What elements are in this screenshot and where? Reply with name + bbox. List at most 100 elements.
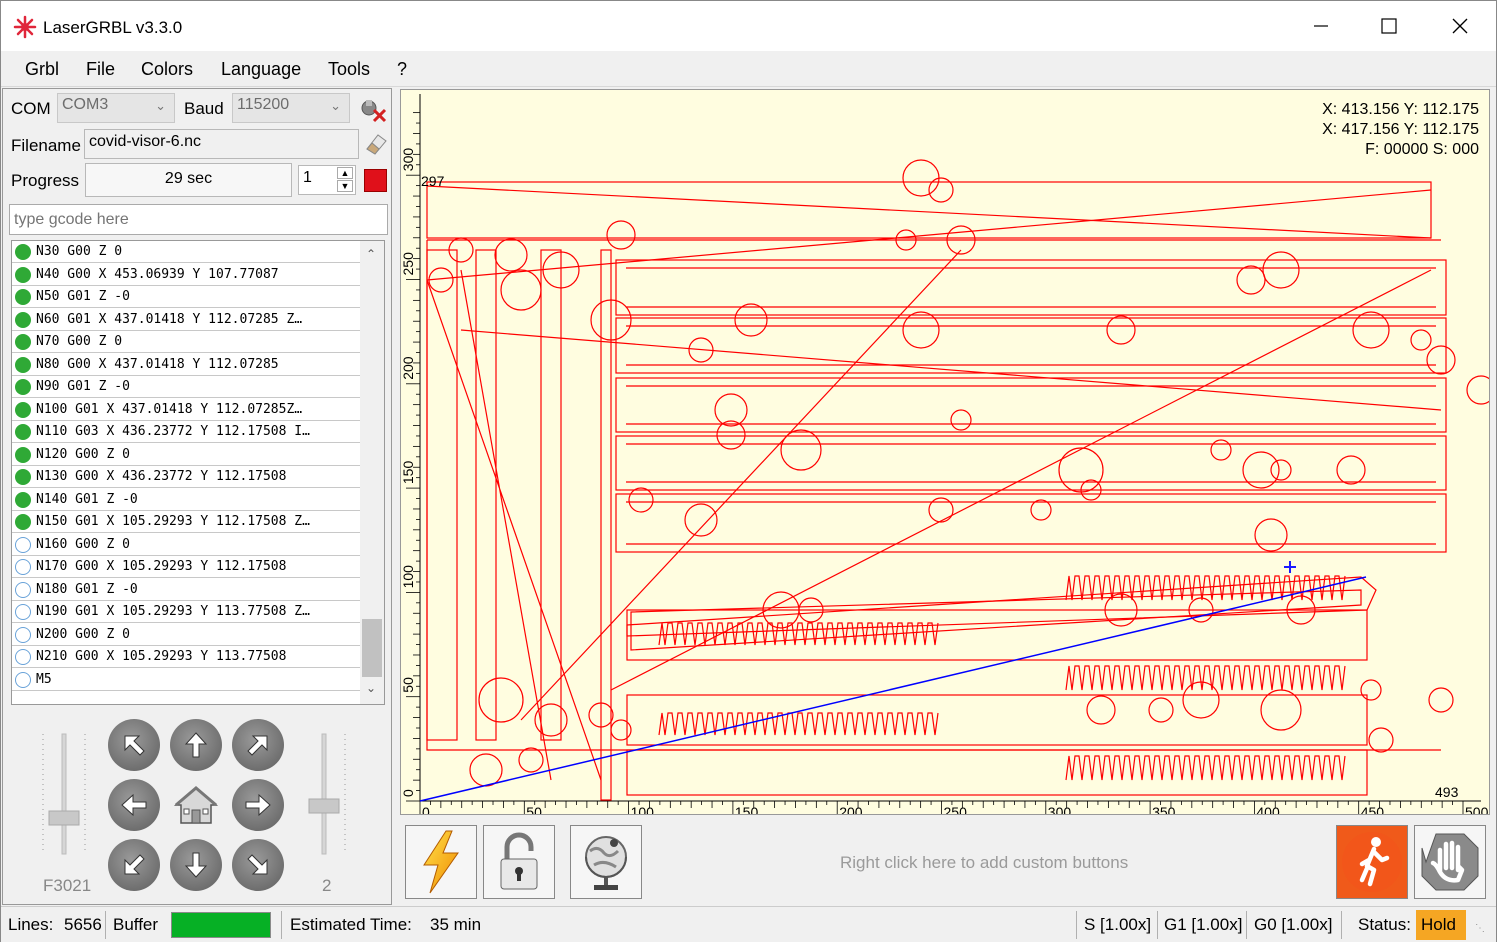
maximize-button[interactable] [1355,1,1423,51]
gcode-text: M5 [36,671,52,687]
gcode-line[interactable]: N180 G01 Z -0 [12,579,360,601]
gcode-text: N160 G00 Z 0 [36,536,130,552]
y-tick-label: 150 [401,461,416,485]
check-icon [15,244,31,260]
gcode-line[interactable]: N80 G00 X 437.01418 Y 112.07285 [12,354,360,376]
gcode-line[interactable]: N170 G00 X 105.29293 Y 112.17508 [12,556,360,578]
buffer-label: Buffer [113,915,159,934]
pending-icon [15,649,31,665]
disconnect-icon[interactable] [358,96,388,124]
up-arrow-icon[interactable]: ▲ [337,167,353,179]
g0-override[interactable]: G0 [1.00x] [1254,915,1333,934]
lines-label: Lines: [8,915,54,934]
baud-rate-select[interactable]: 115200 ⌄ [232,93,350,123]
coordinate-readout: X: 413.156 Y: 112.175 X: 417.156 Y: 112.… [1322,100,1479,160]
y-tick-label: 0 [401,789,416,797]
close-button[interactable] [1426,1,1494,51]
com-port-select[interactable]: COM3 ⌄ [57,93,175,123]
custom-button-bar[interactable]: Right click here to add custom buttons [400,819,1490,905]
eraser-icon[interactable] [363,131,389,157]
jog-down-right-button[interactable] [232,839,284,891]
menu-language[interactable]: Language [221,59,302,79]
gcode-line[interactable]: N70 G00 Z 0 [12,331,360,353]
jog-up-right-button[interactable] [232,719,284,771]
gcode-text: N130 G00 X 436.23772 Y 112.17508 [36,469,287,484]
set-origin-button[interactable] [570,825,642,899]
gcode-line[interactable]: M5 [12,669,360,691]
menu-colors[interactable]: Colors [141,59,194,79]
stop-hand-icon [1421,833,1479,891]
check-icon [15,424,31,440]
walking-person-icon [1342,832,1402,892]
gcode-command-input[interactable] [9,204,388,235]
gcode-text: N110 G03 X 436.23772 Y 112.17508 I… [36,424,310,439]
jog-down-button[interactable] [170,839,222,891]
gcode-line[interactable]: N110 G03 X 436.23772 Y 112.17508 I… [12,421,360,443]
gcode-line[interactable]: N100 G01 X 437.01418 Y 112.07285Z… [12,399,360,421]
gcode-text: N40 G00 X 453.06939 Y 107.77087 [36,266,279,282]
menu-grbl[interactable]: Grbl [25,59,60,79]
gcode-text: N120 G00 Z 0 [36,446,130,462]
gcode-text: N180 G01 Z -0 [36,581,138,597]
menu-file[interactable]: File [86,59,116,79]
hold-button[interactable] [1414,825,1486,899]
jog-home-button[interactable] [170,779,222,831]
copies-stepper[interactable]: 1 ▲ ▼ [298,165,356,195]
check-icon [15,446,31,463]
filename-field[interactable]: covid-visor-6.nc [84,129,359,159]
check-icon [15,334,31,350]
menu-help[interactable]: ? [397,59,408,79]
check-icon [15,379,31,395]
gcode-line[interactable]: N120 G00 Z 0 [12,444,360,466]
x-tick-label: 350 [1152,804,1176,814]
g1-override[interactable]: G1 [1.00x] [1164,915,1243,934]
jog-step-slider[interactable] [301,729,351,859]
scrollbar-thumb[interactable] [362,619,382,677]
y-tick-label: 250 [401,252,416,276]
jog-up-button[interactable] [170,719,222,771]
y-tick-label: 300 [401,148,416,172]
gcode-line[interactable]: N130 G00 X 436.23772 Y 112.17508 [12,466,360,488]
gcode-line[interactable]: N60 G01 X 437.01418 Y 112.07285 Z… [12,309,360,331]
resize-grip-icon[interactable]: ⋱ [1475,923,1485,934]
jog-down-left-button[interactable] [108,839,160,891]
gcode-line[interactable]: N190 G01 X 105.29293 Y 113.77508 Z… [12,601,360,623]
gcode-line[interactable]: N210 G00 X 105.29293 Y 113.77508 [12,646,360,668]
estimated-time-value: 35 min [430,915,482,934]
jog-right-button[interactable] [232,779,284,831]
check-icon [15,469,31,485]
spindle-override[interactable]: S [1.00x] [1084,915,1152,934]
gcode-line[interactable]: N150 G01 X 105.29293 Y 112.17508 Z… [12,511,360,533]
gcode-line[interactable]: N30 G00 Z 0 [12,241,360,263]
menu-tools[interactable]: Tools [328,59,371,79]
check-icon [15,514,31,530]
down-arrow-icon[interactable]: ▼ [337,180,353,192]
gcode-line[interactable]: N90 G01 Z -0 [12,376,360,398]
scroll-down-icon[interactable]: ⌄ [366,681,377,695]
gcode-line[interactable]: N140 G01 Z -0 [12,489,360,511]
feed-speed-slider[interactable] [39,729,89,859]
gcode-line[interactable]: N40 G00 X 453.06939 Y 107.77087 [12,264,360,286]
check-icon [15,266,31,283]
gcode-text: N80 G00 X 437.01418 Y 112.07285 [36,356,279,372]
pending-icon [15,671,31,688]
run-button[interactable] [1336,825,1408,899]
max-y-label: 297 [421,173,445,189]
current-position: X: 413.156 Y: 112.175 [1322,101,1479,118]
gcode-line[interactable]: N50 G01 Z -0 [12,286,360,308]
lines-count: 5656 [64,915,102,934]
jog-left-button[interactable] [108,779,160,831]
jog-up-left-button[interactable] [108,719,160,771]
gcode-line[interactable]: N200 G00 Z 0 [12,624,360,646]
laser-toolpath [426,159,1496,801]
connect-button[interactable] [405,825,477,899]
stop-icon[interactable] [364,169,387,192]
gcode-line[interactable]: N160 G00 Z 0 [12,534,360,556]
scrollbar[interactable]: ⌃ ⌄ [360,241,384,704]
unlock-button[interactable] [483,825,555,899]
menu-bar: Grbl File Colors Language Tools ? [1,51,1496,87]
minimize-button[interactable] [1287,1,1355,51]
scroll-up-icon[interactable]: ⌃ [366,247,377,261]
